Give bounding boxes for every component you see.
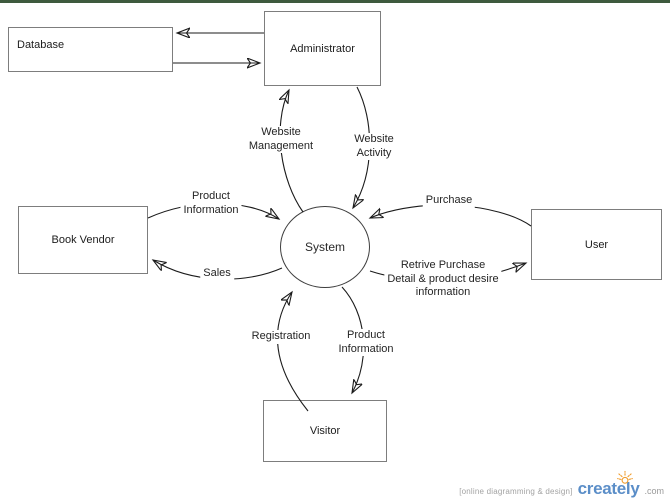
edge-label-registration: Registration	[248, 330, 314, 344]
edge-registration	[276, 292, 309, 412]
edge-label-product-information-bottom: Product Information	[335, 329, 397, 356]
node-book-vendor[interactable]: Book Vendor	[18, 206, 148, 274]
node-database[interactable]: Database	[8, 27, 173, 72]
node-visitor-label: Visitor	[309, 425, 341, 437]
watermark-domain-suffix: .com	[644, 486, 664, 496]
lightbulb-icon	[617, 470, 634, 484]
edge-label-website-management: Website Management	[245, 126, 317, 153]
edge-purchase	[370, 204, 532, 227]
node-book-vendor-label: Book Vendor	[51, 234, 115, 246]
node-user-label: User	[584, 238, 609, 251]
watermark: [online diagramming & design] creately .…	[459, 470, 664, 498]
node-system-process[interactable]: System	[280, 206, 370, 288]
top-accent-bar	[0, 0, 670, 3]
node-administrator-label: Administrator	[290, 42, 355, 55]
node-administrator[interactable]: Administrator	[264, 11, 381, 86]
node-user[interactable]: User	[531, 209, 662, 280]
creately-logo[interactable]: creately	[577, 470, 640, 498]
edge-label-purchase: Purchase	[422, 194, 476, 208]
node-system-label: System	[304, 240, 345, 254]
edge-label-retrieve-purchase: Retrive Purchase Detail & product desire…	[384, 259, 502, 300]
edge-label-sales: Sales	[200, 267, 234, 281]
creately-logo-text: creately	[577, 479, 640, 498]
node-visitor[interactable]: Visitor	[263, 400, 387, 462]
node-database-label: Database	[17, 38, 65, 51]
edge-label-product-information-left: Product Information	[180, 190, 242, 217]
watermark-tagline: [online diagramming & design]	[459, 487, 573, 496]
edge-label-website-activity: Website Activity	[351, 133, 397, 160]
